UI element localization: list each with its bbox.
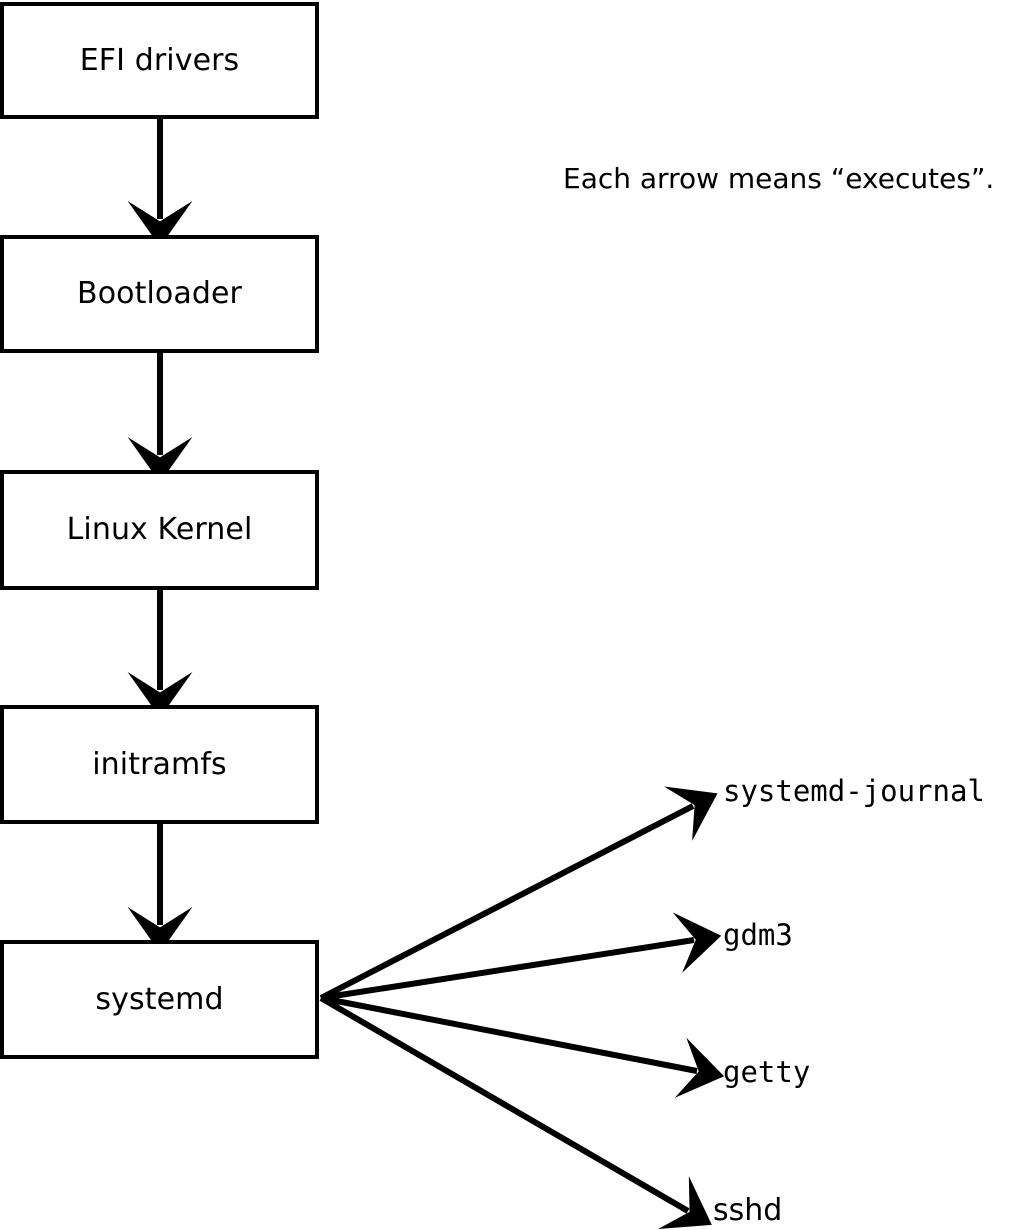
arrow-systemd-to-getty xyxy=(320,995,725,1098)
stage-box-efi-drivers[interactable]: EFI drivers xyxy=(0,2,319,119)
stage-box-linux-kernel[interactable]: Linux Kernel xyxy=(0,470,319,590)
stage-box-bootloader[interactable]: Bootloader xyxy=(0,235,319,353)
stage-label-efi-drivers: EFI drivers xyxy=(79,42,240,78)
arrow-systemd-to-systemd-journal xyxy=(319,786,718,1001)
service-label-getty: getty xyxy=(723,1055,811,1089)
stage-box-systemd[interactable]: systemd xyxy=(0,940,319,1059)
stage-box-initramfs[interactable]: initramfs xyxy=(0,705,319,824)
stage-label-initramfs: initramfs xyxy=(92,746,227,782)
stage-label-linux-kernel: Linux Kernel xyxy=(66,512,253,547)
arrow-systemd-to-gdm3 xyxy=(320,912,722,1001)
stage-label-systemd: systemd xyxy=(95,981,224,1017)
stage-label-bootloader: Bootloader xyxy=(77,276,242,311)
legend-note: Each arrow means “executes”. xyxy=(563,162,995,195)
service-label-sshd: sshd xyxy=(713,1193,783,1228)
service-label-systemd-journal: systemd-journal xyxy=(723,774,985,808)
arrow-systemd-to-sshd xyxy=(319,995,712,1230)
service-label-gdm3: gdm3 xyxy=(723,918,793,952)
